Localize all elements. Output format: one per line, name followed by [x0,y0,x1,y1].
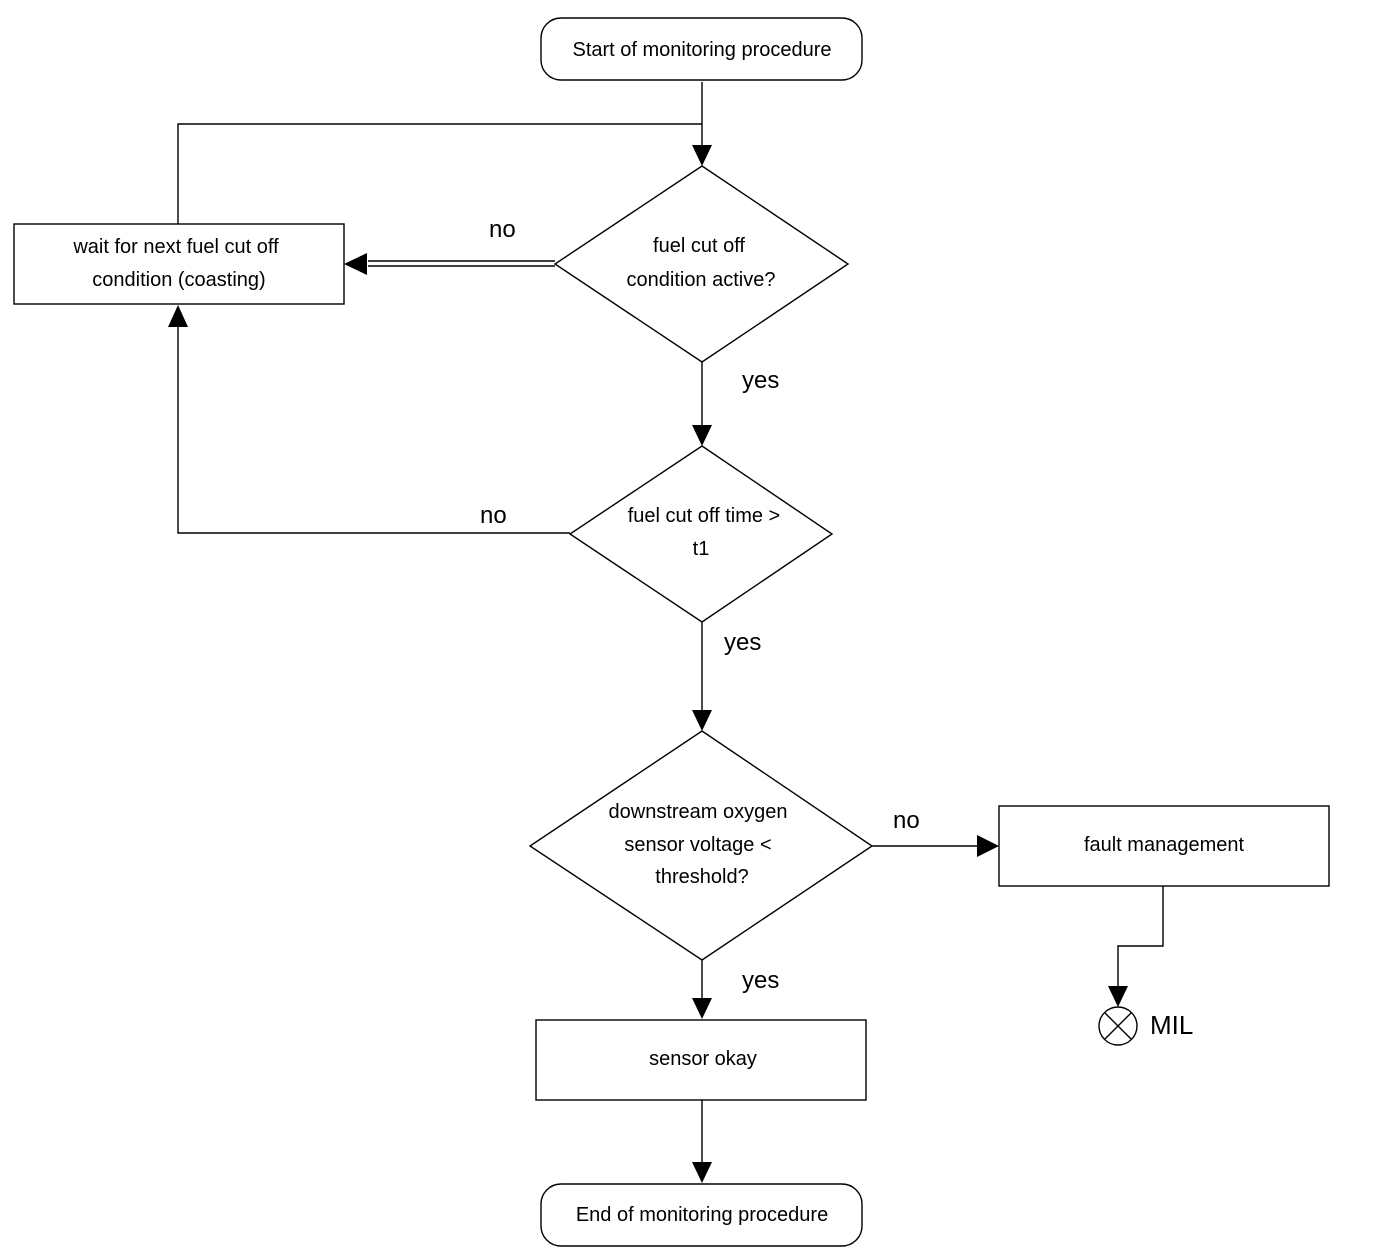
decision-time-label-line-1: fuel cut off time > [628,505,781,527]
connectors [177,82,1164,1164]
edge-label-active-no: no [489,216,516,243]
edge-label-time-yes: yes [724,629,761,656]
decision-voltage-label-line-1: downstream oxygen [609,801,788,823]
connector-wait-loop-back [177,123,702,224]
arrowhead-to-mil [1108,986,1128,1007]
fault-node-label: fault management [1084,834,1245,856]
mil-lamp-icon [1098,1006,1138,1046]
end-node-label: End of monitoring procedure [576,1204,828,1226]
start-node: Start of monitoring procedure [540,17,863,81]
edge-label-active-yes: yes [742,367,779,394]
end-node: End of monitoring procedure [540,1183,863,1247]
arrowhead-to-active [692,145,712,166]
arrowhead-to-fault [977,835,999,857]
arrowhead-to-wait-up [168,305,188,327]
decision-time-node: fuel cut off time > t1 [568,445,834,623]
decision-active-label-line-2: condition active? [627,269,776,291]
edge-labels: no yes no yes no yes [480,216,920,994]
edge-label-voltage-no: no [893,807,920,834]
edge-label-time-no: no [480,502,507,529]
okay-node: sensor okay [535,1019,867,1101]
connector-fault-to-mil [1117,886,1164,990]
decision-active-node: fuel cut off condition active? [553,165,850,363]
wait-node-label-line-2: condition (coasting) [92,269,265,291]
decision-voltage-node: downstream oxygen sensor voltage < thres… [528,730,874,961]
okay-node-label: sensor okay [649,1048,757,1070]
mil-label: MIL [1150,1010,1193,1040]
decision-voltage-label-line-2: sensor voltage < [624,834,771,856]
edge-label-voltage-yes: yes [742,967,779,994]
start-node-label: Start of monitoring procedure [572,39,831,61]
decision-voltage-label-line-3: threshold? [655,866,748,888]
arrowhead-to-voltage [692,710,712,731]
arrowheads [168,145,1128,1183]
decision-time-label-line-2: t1 [693,538,710,560]
arrowhead-to-okay [692,998,712,1019]
wait-node: wait for next fuel cut off condition (co… [13,223,345,305]
arrowhead-to-wait-left [344,253,367,275]
connector-time-no [177,326,570,534]
arrowhead-to-end [692,1162,712,1183]
fault-node: fault management [998,805,1330,887]
wait-node-label-line-1: wait for next fuel cut off [72,236,279,258]
decision-active-label-line-1: fuel cut off [653,235,745,257]
arrowhead-to-time [692,425,712,446]
